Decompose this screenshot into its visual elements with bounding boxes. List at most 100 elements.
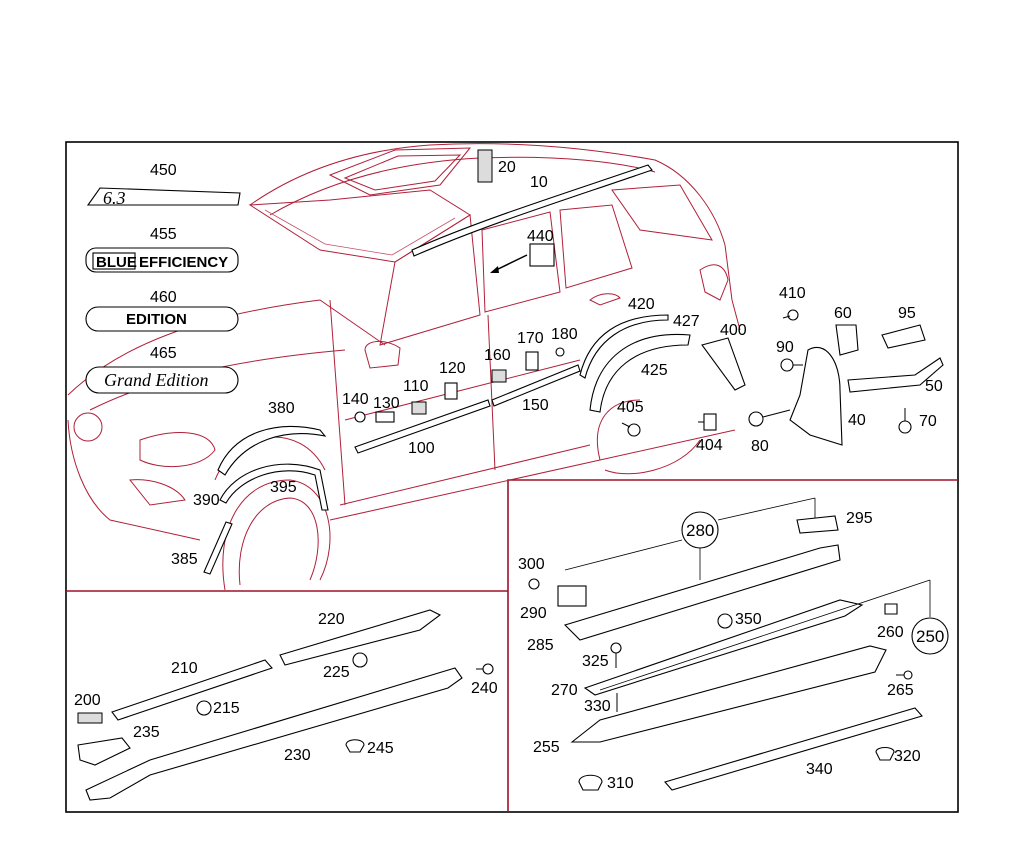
part-255 (570, 645, 887, 743)
callout-220: 220 (318, 611, 345, 628)
part-295 (796, 515, 839, 534)
callout-425: 425 (641, 362, 668, 379)
part-10 (411, 164, 653, 257)
badge-grand-edition: Grand Edition (85, 366, 239, 394)
callout-285: 285 (527, 637, 554, 654)
part-235 (77, 737, 131, 766)
badge-blue-efficiency: BLUE EFFICIENCY (85, 247, 239, 273)
callout-140: 140 (342, 391, 369, 408)
part-90 (780, 358, 803, 372)
part-220 (279, 609, 442, 666)
callout-50: 50 (925, 378, 943, 395)
part-400 (701, 337, 746, 391)
callout-460: 460 (150, 289, 177, 306)
callout-265: 265 (887, 682, 914, 699)
part-240 (476, 663, 494, 675)
part-425 (589, 333, 691, 413)
part-395 (219, 463, 329, 511)
callout-450: 450 (150, 162, 177, 179)
callout-150: 150 (522, 397, 549, 414)
callout-280: 280 (686, 521, 714, 540)
callout-340: 340 (806, 761, 833, 778)
callout-235: 235 (133, 724, 160, 741)
part-70 (898, 408, 912, 434)
callout-330: 330 (584, 698, 611, 715)
part-160 (491, 369, 507, 383)
callout-100: 100 (408, 440, 435, 457)
callout-225: 225 (323, 664, 350, 681)
part-230 (85, 667, 463, 801)
callout-270: 270 (551, 682, 578, 699)
part-150 (491, 364, 581, 407)
part-300 (528, 578, 540, 590)
part-245 (345, 739, 365, 753)
callout-427: 427 (673, 313, 700, 330)
badge-63-text: 6.3 (103, 188, 126, 208)
callout-350: 350 (735, 611, 762, 628)
part-140 (354, 411, 366, 423)
part-180 (555, 347, 565, 357)
callout-390: 390 (193, 492, 220, 509)
callout-465: 465 (150, 345, 177, 362)
part-200 (77, 712, 103, 724)
badge-edition: EDITION (85, 306, 239, 332)
callout-260: 260 (877, 624, 904, 641)
callout-404: 404 (696, 437, 723, 454)
part-210 (111, 659, 273, 721)
part-50 (847, 357, 944, 393)
callout-250: 250 (916, 627, 944, 646)
callout-20: 20 (498, 159, 516, 176)
callout-90: 90 (776, 339, 794, 356)
diagram-frame (65, 141, 959, 813)
callout-230: 230 (284, 747, 311, 764)
part-265 (896, 670, 913, 680)
callout-255: 255 (533, 739, 560, 756)
part-340 (664, 707, 923, 791)
part-130 (375, 411, 395, 423)
part-350 (717, 613, 733, 629)
part-420 (579, 314, 669, 379)
part-440 (490, 243, 555, 273)
callout-215: 215 (213, 700, 240, 717)
badge-63: 6.3 (86, 187, 241, 208)
part-380 (217, 425, 327, 476)
badge-efficiency-text: EFFICIENCY (139, 254, 228, 271)
callout-405: 405 (617, 399, 644, 416)
part-20 (477, 149, 493, 183)
part-270 (583, 599, 864, 696)
callout-160: 160 (484, 347, 511, 364)
callout-420: 420 (628, 296, 655, 313)
part-80 (748, 409, 791, 427)
callout-120: 120 (439, 360, 466, 377)
callout-170: 170 (517, 330, 544, 347)
group-circle-280 (681, 511, 719, 549)
callout-300: 300 (518, 556, 545, 573)
callout-10: 10 (530, 174, 548, 191)
callout-245: 245 (367, 740, 394, 757)
part-405 (621, 422, 641, 437)
callout-290: 290 (520, 605, 547, 622)
group-280-leaders (564, 497, 816, 580)
group-250-leaders (599, 579, 931, 691)
callout-70: 70 (919, 413, 937, 430)
callout-labels: 450 455 460 465 20 10 440 420 427 425 40… (74, 159, 944, 792)
callout-295: 295 (846, 510, 873, 527)
part-40 (789, 347, 843, 446)
callout-95: 95 (898, 305, 916, 322)
part-290 (557, 585, 587, 607)
badge-blue-text: BLUE (96, 254, 137, 271)
callout-380: 380 (268, 400, 295, 417)
callout-440: 440 (527, 228, 554, 245)
callout-240: 240 (471, 680, 498, 697)
callout-130: 130 (373, 395, 400, 412)
part-110 (411, 401, 427, 415)
callout-200: 200 (74, 692, 101, 709)
group-circle-250 (911, 617, 949, 655)
part-404 (698, 413, 717, 431)
part-280-bracket (563, 544, 841, 641)
callout-400: 400 (720, 322, 747, 339)
badge-edition-text: EDITION (126, 311, 187, 328)
callout-60: 60 (834, 305, 852, 322)
callout-455: 455 (150, 226, 177, 243)
callout-80: 80 (751, 438, 769, 455)
